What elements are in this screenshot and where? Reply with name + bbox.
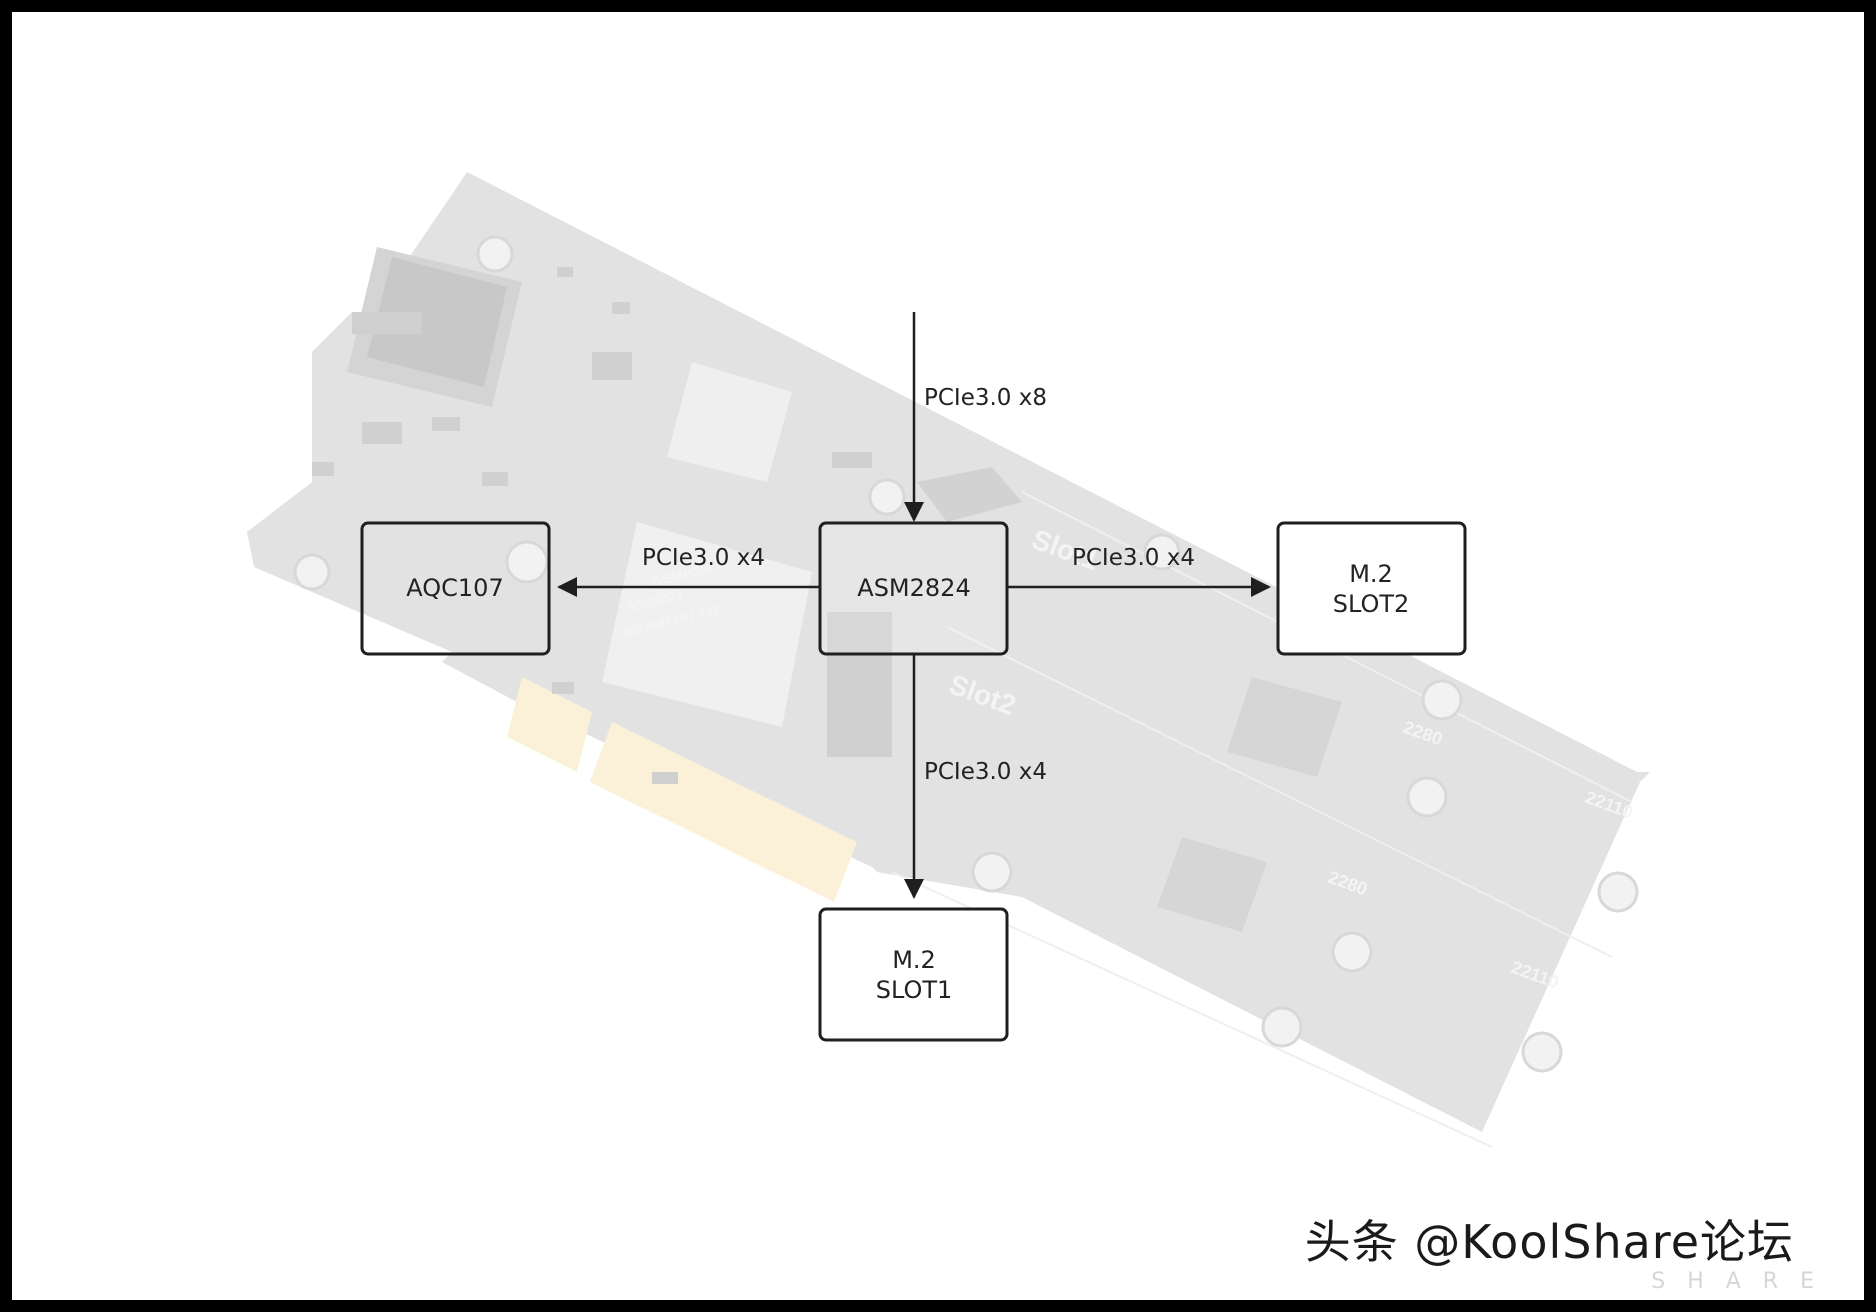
standoff-icon (293, 553, 331, 591)
pcb-body (247, 172, 1650, 1132)
node-slot1-line1: M.2 (892, 946, 936, 974)
standoff-icon (476, 235, 514, 273)
ethernet-jack-icon (347, 247, 522, 407)
standoff-icon (505, 540, 549, 584)
node-slot2-line2: SLOT2 (1333, 590, 1410, 618)
standoff-icon (1597, 871, 1639, 913)
node-asm2824-label: ASM2824 (857, 574, 970, 602)
edge-label-slot2: PCIe3.0 x4 (1072, 545, 1195, 571)
node-slot1-line2: SLOT1 (876, 976, 953, 1004)
thermal-pad-1 (1227, 677, 1342, 777)
smd-component (592, 352, 632, 380)
watermark-text: 头条 @KoolShare论坛 (1304, 1215, 1794, 1269)
smd-component (832, 452, 872, 468)
watermark-sub: SHARE (1651, 1269, 1836, 1294)
aqc107-chip-image (667, 362, 792, 482)
asm2824-chip-image: ASMedia ASM2824 B9GH472A1 2012 (602, 522, 812, 727)
thermal-pad-2 (1157, 837, 1267, 932)
node-box (818, 907, 1009, 1042)
m2-connector-slot1 (917, 467, 1022, 522)
smd-component (557, 267, 573, 277)
standoff-icon (868, 478, 906, 516)
smd-component (362, 422, 402, 444)
image-frame: ASMedia ASM2824 B9GH472A1 2012 (12, 12, 1864, 1300)
edge-label-aqc107: PCIe3.0 x4 (642, 545, 765, 571)
standoff-icon (1406, 776, 1448, 818)
node-box (818, 521, 1009, 656)
node-slot2-line1: M.2 (1349, 560, 1393, 588)
smd-component (552, 682, 574, 694)
node-box (360, 521, 551, 656)
pcie-edge-connector (507, 677, 857, 902)
node-aqc107: AQC107 (360, 521, 551, 656)
standoff-icon (1143, 533, 1181, 571)
block-diagram: PCIe3.0 x8 PCIe3.0 x4 PCIe3.0 x4 PCIe3.0… (360, 312, 1467, 1042)
standoff-screws (293, 235, 1639, 1073)
node-m2-slot2: M.2 SLOT2 (1276, 521, 1467, 656)
node-m2-slot1: M.2 SLOT1 (818, 907, 1009, 1042)
node-aqc107-label: AQC107 (406, 574, 503, 602)
standoff-icon (1331, 931, 1373, 973)
edge-label-slot1: PCIe3.0 x4 (924, 759, 1047, 785)
smd-component (652, 772, 678, 784)
standoff-icon (971, 851, 1013, 893)
standoff-icon (1261, 1006, 1303, 1048)
pcb-board-image: ASMedia ASM2824 B9GH472A1 2012 (247, 172, 1650, 1148)
standoff-icon (1421, 679, 1463, 721)
smd-component (312, 462, 334, 476)
node-box (1276, 521, 1467, 656)
smd-component (612, 302, 630, 314)
node-asm2824: ASM2824 (818, 521, 1009, 656)
edge-label-uplink: PCIe3.0 x8 (924, 385, 1047, 411)
smd-component (482, 472, 508, 486)
m2-connector-slot2 (827, 612, 892, 757)
pcb-components (312, 267, 872, 784)
standoff-icon (1521, 1031, 1563, 1073)
smd-component (432, 417, 460, 431)
